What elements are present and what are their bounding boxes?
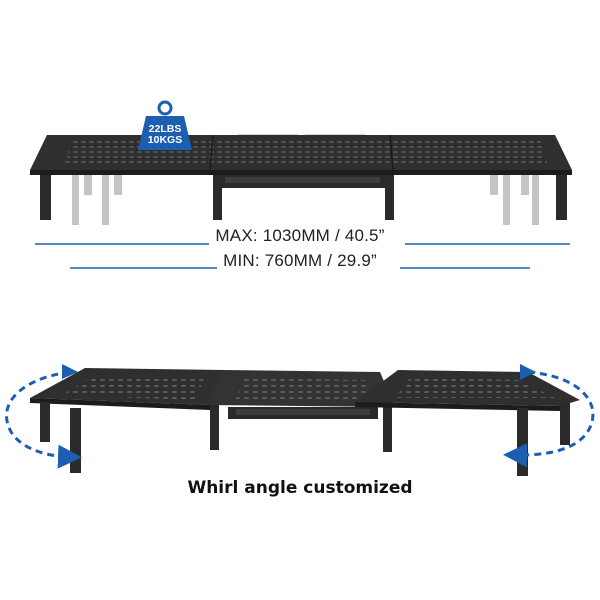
left-arrow-start — [62, 364, 78, 379]
dimension-lines — [35, 243, 570, 269]
ghost-legs — [72, 175, 539, 225]
min-dimension-label: MIN: 760MM / 29.9” — [0, 251, 600, 271]
right-arrow-start — [520, 364, 536, 380]
caption-text: Whirl angle customized — [187, 478, 413, 498]
weight-icon — [138, 100, 192, 150]
weight-badge-line2: 10KGS — [147, 134, 183, 146]
max-dimension-label: MAX: 1030MM / 40.5” — [0, 226, 600, 246]
rotate-arrow-icon — [5, 370, 595, 469]
swivel-stand — [30, 368, 580, 476]
extended-stand — [30, 100, 572, 225]
weight-badge-line1: 22LBS — [148, 123, 182, 135]
